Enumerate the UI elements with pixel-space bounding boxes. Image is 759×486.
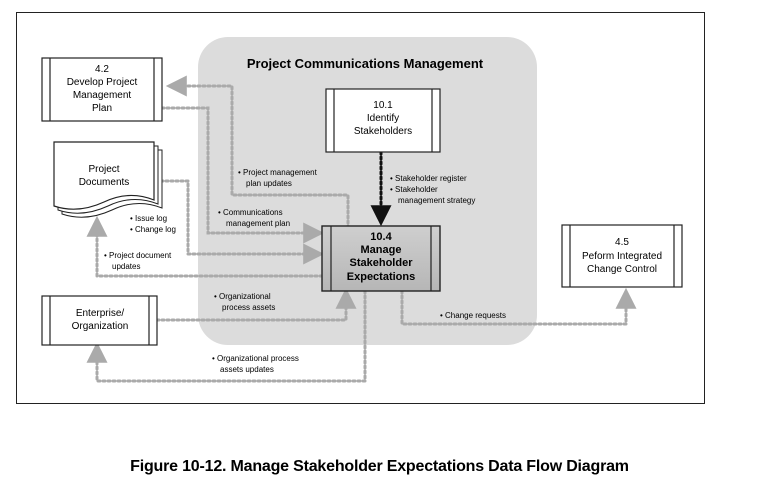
store-project-documents: Project Documents (53, 141, 163, 218)
process-name-line: Peform Integrated (582, 251, 662, 262)
flow-label: • Organizational (214, 292, 271, 301)
process-name-line: Develop Project (67, 77, 138, 88)
process-name-line: Management (73, 90, 132, 101)
flow-label: plan updates (246, 179, 292, 188)
flow-label: • Issue log (130, 214, 167, 223)
flow-label: • Stakeholder (390, 185, 438, 194)
flow-label: assets updates (220, 365, 274, 374)
process-develop-pm-plan: 4.2 Develop Project Management Plan (41, 57, 163, 122)
process-name-line: Expectations (347, 271, 415, 283)
flow-change-requests (400, 287, 637, 326)
flow-label: • Change requests (440, 311, 506, 320)
flow-comm-plan (160, 106, 325, 244)
process-name-line: Change Control (587, 264, 657, 275)
diagram-frame (16, 12, 705, 404)
store-enterprise: Enterprise/ Organization (41, 295, 158, 346)
group-title: Project Communications Management (247, 56, 484, 71)
store-name-line: Enterprise/ (76, 308, 125, 319)
process-integrated-change: 4.5 Peform Integrated Change Control (561, 224, 683, 288)
process-number: 10.4 (370, 231, 392, 243)
flow-label: • Organizational process (212, 354, 299, 363)
flow-pmp-updates (165, 75, 350, 230)
flow-label: • Project management (238, 168, 318, 177)
flow-label: • Communications (218, 208, 283, 217)
flow-label: management strategy (398, 196, 475, 205)
flow-label: • Project document (104, 251, 172, 260)
process-number: 10.1 (373, 100, 393, 111)
process-name-line: Stakeholder (350, 257, 414, 269)
group-background (198, 37, 537, 345)
flow-label: • Change log (130, 225, 176, 234)
flow-org-updates (86, 289, 367, 383)
flow-doc-updates (86, 215, 324, 278)
figure-caption: Figure 10-12. Manage Stakeholder Expecta… (130, 458, 629, 475)
process-name-line: Manage (361, 244, 402, 256)
flow-org-assets (155, 287, 357, 322)
flow-issue-log (154, 179, 325, 265)
store-name-line: Documents (79, 177, 130, 188)
flow-label: updates (112, 262, 140, 271)
process-manage-expectations: 10.4 Manage Stakeholder Expectations (321, 225, 441, 292)
flow-label: • Stakeholder register (390, 174, 467, 183)
process-identify-stakeholders: 10.1 Identify Stakeholders (325, 88, 441, 153)
store-name-line: Organization (72, 321, 129, 332)
process-name-line: Identify (367, 113, 399, 124)
process-name-line: Plan (92, 103, 112, 114)
store-name-line: Project (88, 164, 119, 175)
flow-label: management plan (226, 219, 290, 228)
flow-label: process assets (222, 303, 275, 312)
process-name-line: Stakeholders (354, 126, 412, 137)
process-number: 4.5 (615, 237, 629, 248)
process-number: 4.2 (95, 64, 109, 75)
